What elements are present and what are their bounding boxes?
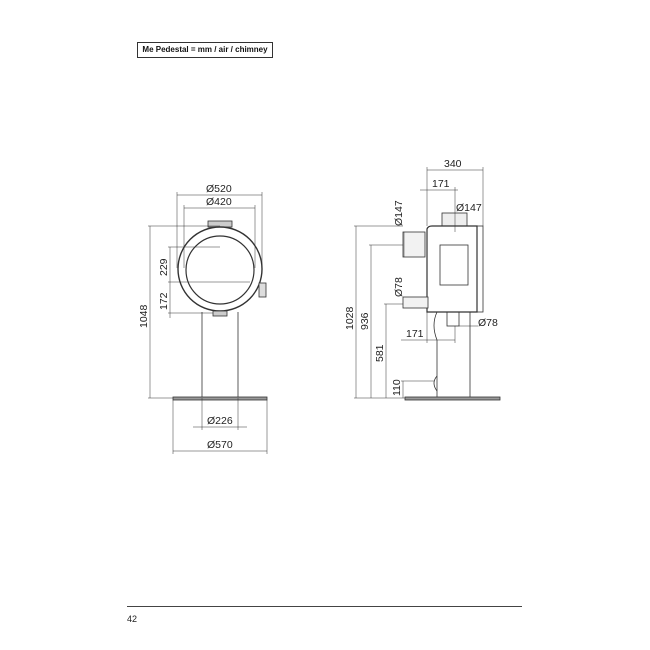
- dim-base-diameter: Ø570: [207, 439, 233, 451]
- stove-body: [426, 225, 478, 313]
- dim-height-581: 581: [374, 344, 386, 362]
- dim-rear-flue-diameter: Ø147: [393, 200, 405, 226]
- dim-bottom-air-offset: 171: [406, 328, 424, 340]
- front-door-panel: [476, 225, 484, 313]
- page-number: 42: [127, 614, 138, 624]
- stove-glass-door: [185, 235, 255, 305]
- dim-height-936: 936: [359, 312, 371, 330]
- drawing-title: Me Pedestal = mm / air / chimney: [137, 42, 273, 58]
- dim-total-height: 1048: [138, 304, 150, 328]
- side-knob: [258, 282, 267, 298]
- dim-flue-offset: 171: [432, 178, 450, 190]
- side-window: [439, 244, 469, 286]
- dim-pedestal-diameter: Ø226: [207, 415, 233, 427]
- stove-outer-ring: [177, 226, 263, 312]
- rear-air-inlet: [402, 296, 429, 309]
- pedestal: [433, 311, 471, 398]
- dim-height-1028: 1028: [344, 306, 356, 330]
- dim-bottom-air-diameter: Ø78: [478, 317, 498, 329]
- footer-divider: [127, 606, 522, 607]
- pedestal-bulge: [433, 375, 438, 392]
- side-view: 340 171 Ø147 Ø147 1028 936 581 110 Ø78 1…: [344, 158, 501, 401]
- dim-upper-height: 229: [158, 258, 170, 276]
- dim-rear-air-diameter: Ø78: [393, 277, 405, 297]
- bottom-air-inlet: [212, 310, 228, 317]
- dim-top-flue-diameter: Ø147: [456, 202, 482, 214]
- front-view: Ø520 Ø420 1048 229 172 Ø226 Ø570: [138, 183, 268, 454]
- dim-inner-diameter: Ø420: [206, 196, 232, 208]
- base-plate: [172, 396, 268, 401]
- dim-depth: 340: [444, 158, 462, 170]
- top-flue: [441, 212, 468, 227]
- side-base-plate: [404, 396, 501, 401]
- dim-height-110: 110: [391, 379, 403, 396]
- bottom-air-spigot: [446, 311, 460, 327]
- dim-outer-diameter: Ø520: [206, 183, 232, 195]
- rear-flue: [402, 231, 426, 258]
- dim-lower-height: 172: [158, 292, 170, 310]
